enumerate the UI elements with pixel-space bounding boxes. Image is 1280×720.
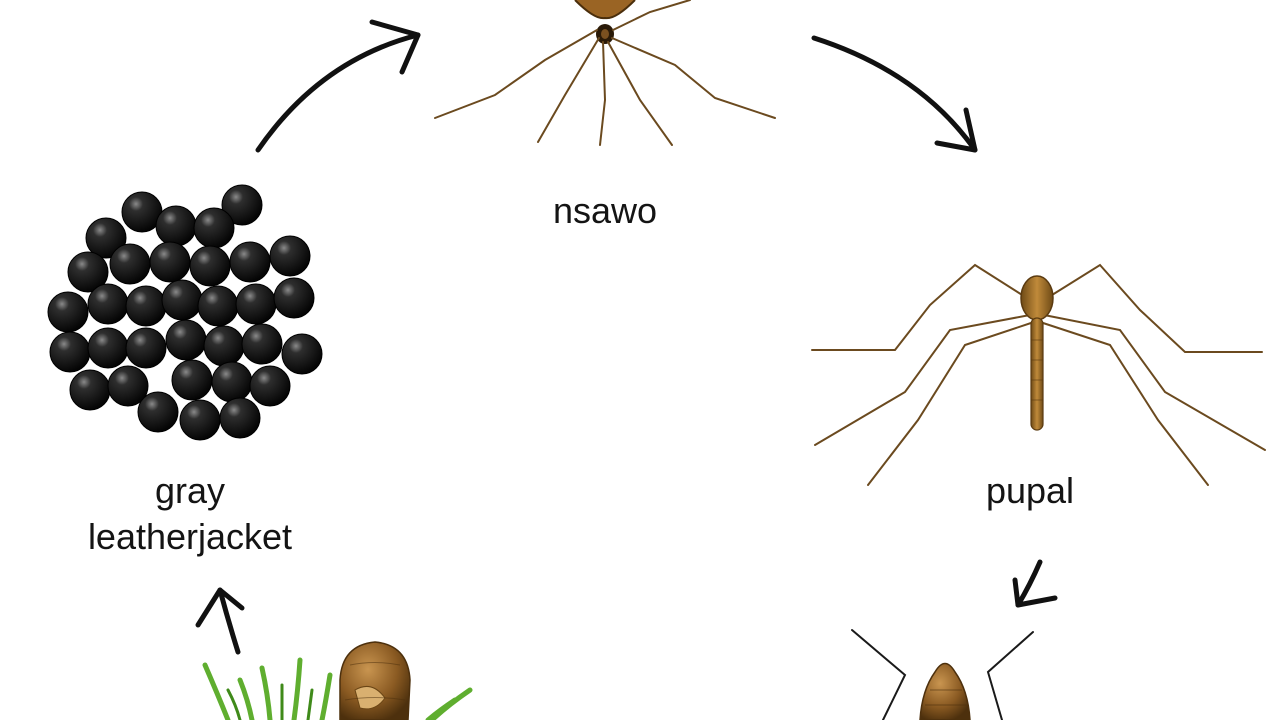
stage-label-top: nsawo [552,190,658,231]
egg [249,365,291,407]
egg [161,279,203,321]
larva-with-grass-illustration [202,641,473,720]
egg [67,251,109,293]
egg [211,361,253,403]
arrow-adult-to-pupal [811,35,978,153]
egg [193,207,235,249]
stage-label-left-line-1: gray [154,470,226,511]
egg [49,331,91,373]
egg [235,283,277,325]
arrow-larva-to-leatherjacket [195,587,245,655]
egg [165,319,207,361]
egg [47,291,89,333]
egg [273,277,315,319]
egg [189,245,231,287]
arrow-pupal-to-pupa [1012,559,1058,608]
egg [87,283,129,325]
egg [229,241,271,283]
egg [69,369,111,411]
egg [87,327,129,369]
crane-fly-pupal-illustration [811,263,1266,486]
egg [109,243,151,285]
egg [197,285,239,327]
pupa-illustration [851,629,1034,720]
egg [179,399,221,441]
egg [107,365,149,407]
egg [171,359,213,401]
stage-label-right: pupal [985,470,1075,511]
egg [85,217,127,259]
egg [125,285,167,327]
egg [241,323,283,365]
egg-cluster-illustration [47,184,323,441]
stage-label-left: gray leatherjacket [40,468,340,560]
arrow-eggs-to-adult [255,19,421,153]
egg [281,333,323,375]
adult-crane-fly-illustration [434,0,776,146]
egg [219,397,261,439]
egg [125,327,167,369]
egg [155,205,197,247]
egg [203,325,245,367]
egg [269,235,311,277]
egg [137,391,179,433]
egg [149,241,191,283]
egg [221,184,263,226]
stage-label-left-line-2: leatherjacket [87,516,293,557]
